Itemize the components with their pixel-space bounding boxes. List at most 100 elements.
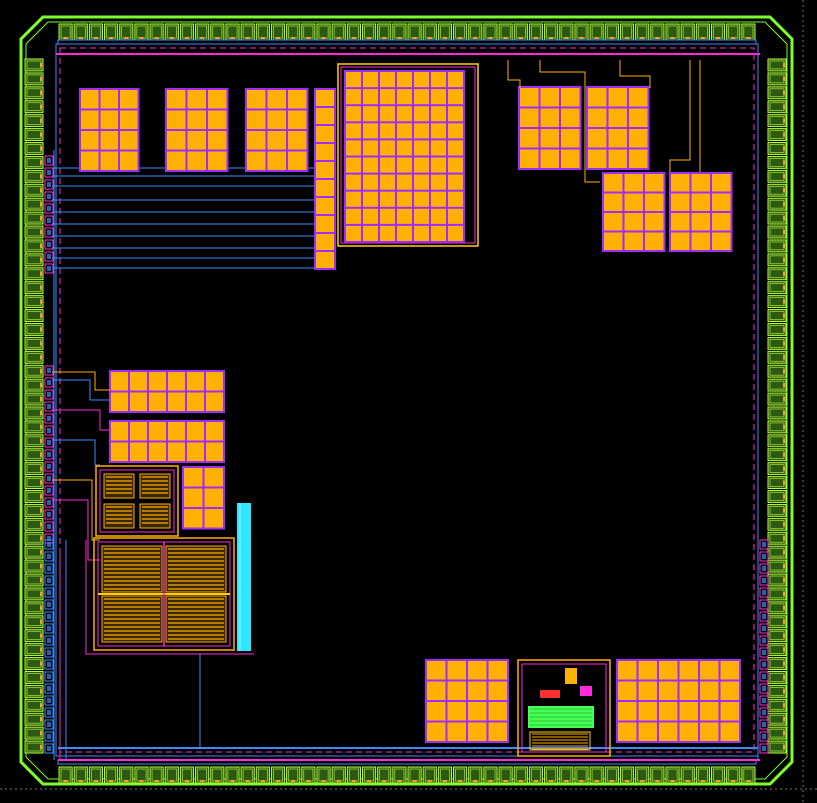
bond-pad bbox=[88, 23, 104, 41]
bond-pad bbox=[767, 712, 787, 726]
bond-pad bbox=[24, 169, 44, 183]
bond-pad bbox=[286, 766, 301, 784]
pad-row-right bbox=[767, 58, 787, 754]
bond-pad bbox=[422, 23, 437, 41]
bond-pad bbox=[24, 740, 44, 754]
bond-pad bbox=[24, 615, 44, 629]
bond-pad bbox=[767, 72, 787, 86]
bond-pad bbox=[225, 23, 240, 41]
bond-pad bbox=[119, 23, 134, 41]
bond-pad bbox=[24, 643, 44, 657]
bond-pad bbox=[604, 766, 619, 784]
bond-pad bbox=[767, 448, 787, 462]
capacitor-array bbox=[669, 172, 733, 252]
bond-pad bbox=[574, 766, 589, 784]
bond-pad bbox=[24, 142, 44, 155]
bond-pad bbox=[767, 531, 787, 545]
bond-pad bbox=[24, 420, 44, 434]
bond-pad bbox=[24, 670, 44, 684]
bond-pad bbox=[767, 364, 787, 378]
bond-pad bbox=[24, 364, 44, 378]
bond-pad bbox=[24, 587, 44, 601]
bond-pad bbox=[767, 322, 787, 336]
bond-pad bbox=[24, 698, 44, 712]
bond-pad bbox=[210, 766, 225, 784]
bond-pad bbox=[767, 406, 787, 420]
capacitor-array bbox=[182, 466, 225, 530]
bond-pad bbox=[767, 378, 787, 392]
bond-pad bbox=[767, 100, 787, 114]
bond-pad bbox=[767, 740, 787, 754]
bond-pad bbox=[24, 72, 44, 86]
bond-pad bbox=[392, 23, 407, 41]
bond-pad bbox=[559, 23, 574, 41]
bond-pad bbox=[635, 766, 650, 784]
bond-pad bbox=[24, 406, 44, 420]
bond-pad bbox=[24, 517, 44, 531]
bond-pad bbox=[767, 629, 787, 643]
bond-pad bbox=[24, 462, 44, 476]
pad-row-top bbox=[57, 23, 757, 45]
bond-pad bbox=[24, 434, 44, 448]
bond-pad bbox=[767, 155, 787, 169]
bond-pad bbox=[24, 322, 44, 336]
bond-pad bbox=[255, 766, 270, 784]
bond-pad bbox=[767, 211, 787, 225]
capacitor-arrays bbox=[79, 63, 741, 743]
bond-pad bbox=[179, 23, 195, 41]
bond-pad bbox=[767, 336, 787, 350]
bond-pad bbox=[24, 183, 44, 197]
capacitor-array bbox=[165, 88, 229, 172]
bond-pad bbox=[286, 23, 301, 41]
bond-pad bbox=[468, 766, 483, 784]
bond-pad bbox=[24, 378, 44, 392]
capacitor-array bbox=[314, 88, 336, 270]
bond-pad bbox=[544, 766, 559, 784]
bond-pad bbox=[104, 23, 119, 41]
bond-pad bbox=[346, 766, 361, 784]
bond-pad bbox=[767, 545, 787, 559]
capacitor-array bbox=[616, 659, 741, 743]
bond-pad bbox=[767, 587, 787, 601]
bond-pad bbox=[726, 766, 741, 784]
bond-pad bbox=[377, 23, 392, 41]
bond-pad bbox=[767, 503, 787, 517]
left-bus-lines bbox=[52, 167, 315, 269]
capacitor-array bbox=[344, 70, 465, 243]
pad-row-bottom bbox=[57, 759, 757, 784]
bond-pad bbox=[24, 476, 44, 490]
bond-pad bbox=[604, 23, 619, 41]
bond-pad bbox=[453, 766, 468, 784]
bond-pad bbox=[240, 766, 255, 784]
bond-pad bbox=[665, 766, 680, 784]
bond-pad bbox=[767, 350, 787, 364]
bond-pad bbox=[361, 766, 377, 784]
top-right-feed-lines bbox=[507, 60, 701, 183]
bond-pad bbox=[119, 766, 134, 784]
bond-pad bbox=[710, 766, 726, 784]
bond-pad bbox=[767, 267, 787, 281]
bond-pad bbox=[24, 114, 44, 128]
bond-pad bbox=[24, 225, 44, 239]
bond-pad bbox=[316, 766, 331, 784]
bond-pad bbox=[741, 766, 756, 784]
bond-pad bbox=[767, 281, 787, 295]
bond-pad bbox=[767, 183, 787, 197]
bond-pad bbox=[483, 23, 498, 41]
bond-pad bbox=[767, 462, 787, 476]
bond-pad bbox=[24, 657, 44, 670]
bond-pad bbox=[767, 476, 787, 490]
bond-pad bbox=[88, 766, 104, 784]
bond-pad bbox=[767, 295, 787, 309]
bond-pad bbox=[437, 23, 453, 41]
bond-pad bbox=[767, 169, 787, 183]
bond-pad bbox=[24, 712, 44, 726]
bond-pad bbox=[270, 766, 286, 784]
left-io-cells bbox=[44, 150, 55, 760]
bond-pad bbox=[589, 23, 604, 41]
bond-pad bbox=[392, 766, 407, 784]
bond-pad bbox=[24, 392, 44, 406]
bond-pad bbox=[24, 490, 44, 503]
bond-pad bbox=[24, 601, 44, 615]
bond-pad bbox=[468, 23, 483, 41]
